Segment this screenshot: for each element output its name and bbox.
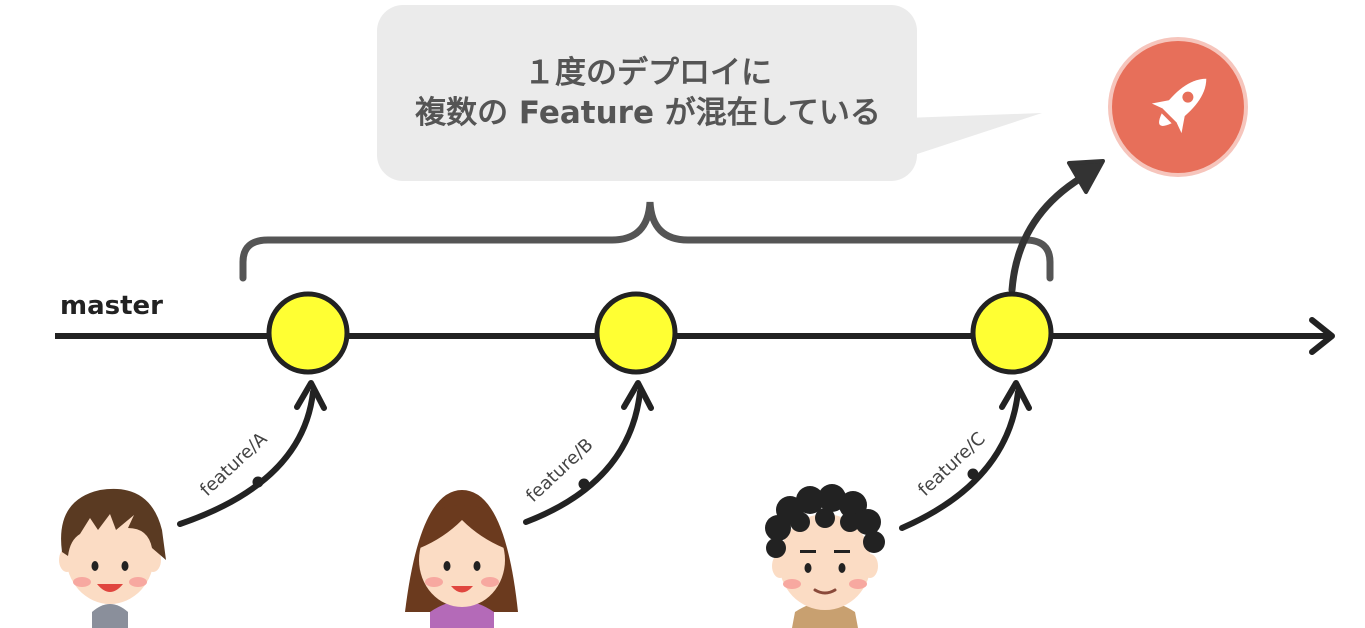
speech-bubble: １度のデプロイに 複数の Feature が混在している bbox=[377, 5, 1042, 181]
boy-face-icon bbox=[59, 488, 166, 628]
branch-label-b: feature/B bbox=[522, 434, 597, 506]
curly-hair-man-face-icon bbox=[765, 484, 885, 628]
master-line bbox=[55, 317, 1335, 355]
bubble-line-1: １度のデプロイに bbox=[524, 55, 772, 91]
girl-face-icon bbox=[405, 490, 518, 628]
deploy-arrow bbox=[1008, 159, 1105, 294]
branch-arc-a bbox=[177, 380, 327, 527]
grouping-brace bbox=[239, 201, 1054, 282]
bubble-line-2: 複数の Feature が混在している bbox=[415, 95, 881, 131]
branch-arc-b bbox=[523, 380, 654, 525]
commit-node-b bbox=[594, 291, 678, 375]
branch-label-c: feature/C bbox=[914, 428, 989, 500]
rocket-icon bbox=[1108, 37, 1248, 177]
branch-arc-c bbox=[899, 380, 1032, 531]
master-label: master bbox=[60, 291, 163, 321]
commit-node-a bbox=[266, 291, 350, 375]
commit-node-c bbox=[970, 291, 1054, 375]
branch-label-a: feature/A bbox=[196, 428, 272, 501]
